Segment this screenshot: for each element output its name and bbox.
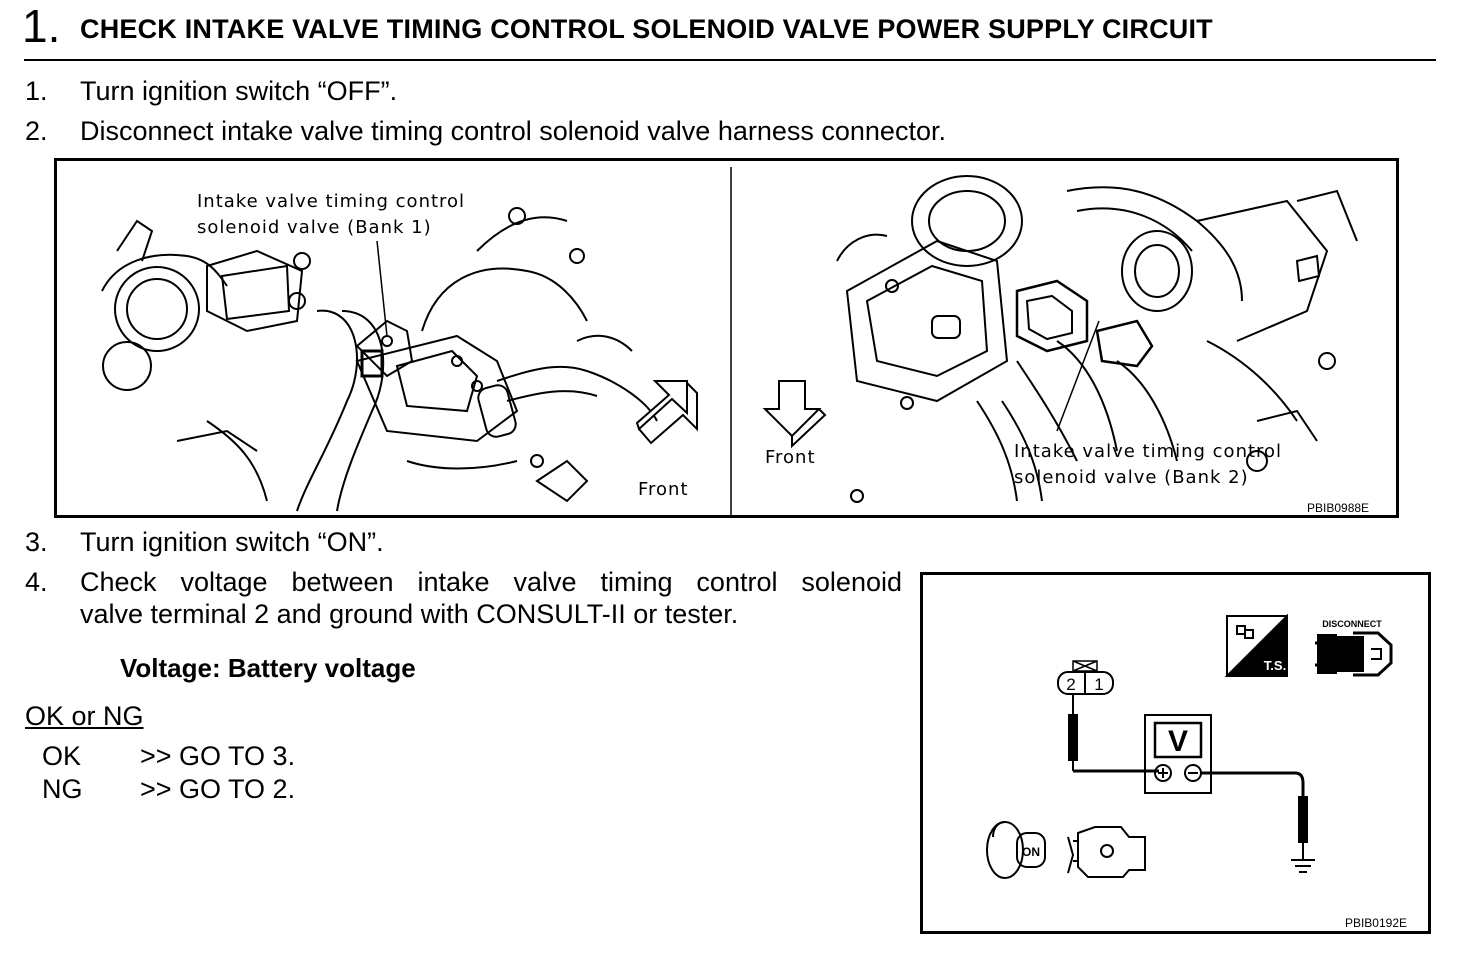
step-4-text-line2: valve terminal 2 and ground with CONSULT… <box>80 599 739 629</box>
step-1: 1. <box>25 75 48 107</box>
terminal-2-label: 2 <box>1066 675 1075 694</box>
bank2-label-line2: solenoid valve (Bank 2) <box>1014 467 1249 488</box>
step-1-text: Turn ignition switch “OFF”. <box>80 76 398 106</box>
disconnect-label: DISCONNECT <box>1322 619 1382 629</box>
section-title: CHECK INTAKE VALVE TIMING CONTROL SOLENO… <box>80 14 1213 44</box>
bank2-label-line1: Intake valve timing control <box>1014 441 1283 462</box>
front-label-right: Front <box>765 447 816 468</box>
figure2-code: PBIB0192E <box>1345 916 1407 930</box>
ts-label: T.S. <box>1264 658 1286 673</box>
bank1-label-line2: solenoid valve (Bank 1) <box>197 217 432 238</box>
step-2-text: Disconnect intake valve timing control s… <box>80 116 946 146</box>
step-3-number: 3. <box>25 527 48 557</box>
step-2-number: 2. <box>25 116 48 146</box>
result-heading: OK or NG <box>25 701 144 731</box>
meter-label: V <box>1168 725 1188 758</box>
bank1-label-line1: Intake valve timing control <box>197 191 466 212</box>
step-4-text-line1: Check voltage between intake valve timin… <box>80 567 902 597</box>
section-number: 1. <box>22 0 61 52</box>
title-divider <box>24 59 1436 61</box>
step-3: 3. <box>25 526 48 558</box>
step-1-number: 1. <box>25 76 48 106</box>
figure1-code: PBIB0988E <box>1307 501 1370 515</box>
engine-illustration-figure: Intake valve timing control solenoid val… <box>54 158 1399 518</box>
result-ok-action[interactable]: >> GO TO 3. <box>140 741 296 771</box>
step-4-number: 4. <box>25 567 48 597</box>
front-label-left: Front <box>638 479 689 500</box>
result-ng-action[interactable]: >> GO TO 2. <box>140 774 296 804</box>
voltage-check-schematic: V 2 1 T.S. DISCONNECT ON PBIB0192E <box>986 613 1407 930</box>
step-4: 4. <box>25 566 48 598</box>
voltage-check-diagram: V 2 1 T.S. DISCONNECT ON PBIB0192E <box>920 572 1431 934</box>
terminal-1-label: 1 <box>1094 675 1103 694</box>
step-2: 2. <box>25 115 48 147</box>
engine-illustration <box>101 167 1358 515</box>
key-on-label: ON <box>1022 845 1040 859</box>
result-ok-status: OK <box>42 741 82 771</box>
result-ng-status: NG <box>42 774 83 804</box>
voltage-spec: Voltage: Battery voltage <box>120 653 416 683</box>
step-3-text: Turn ignition switch “ON”. <box>80 527 384 557</box>
